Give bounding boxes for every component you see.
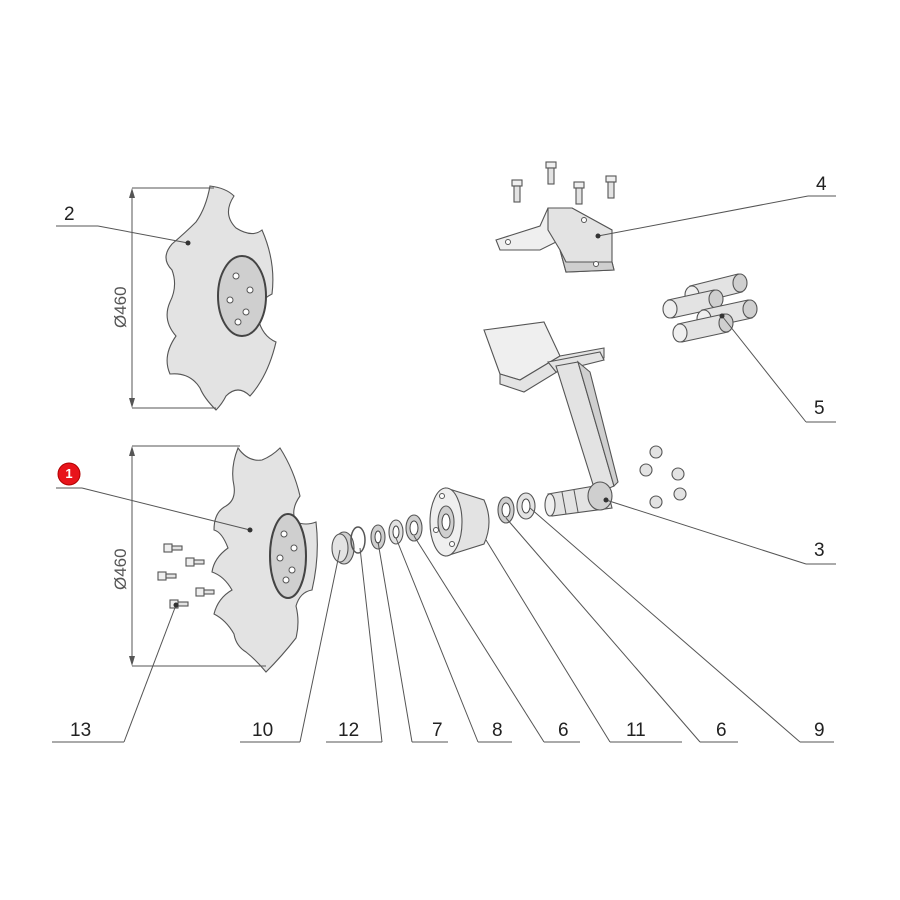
cutout-disc-lower <box>211 446 318 673</box>
arm-nuts <box>639 445 687 509</box>
callout-5: 5 <box>719 313 836 423</box>
callout-label-6-left: 6 <box>558 720 569 741</box>
callout-label-5: 5 <box>814 398 825 419</box>
dimension-lower: Ø460 <box>111 445 266 667</box>
highlight-badge <box>57 462 81 486</box>
rubber-rollers <box>662 273 758 343</box>
bearing-outer <box>405 514 423 542</box>
hub-housing <box>429 487 490 557</box>
callout-label-4: 4 <box>816 174 827 195</box>
callout-1: 1 <box>56 462 253 533</box>
dimension-label-upper: Ø460 <box>111 286 130 328</box>
callout-2: 2 <box>56 204 191 246</box>
callout-13: 13 <box>52 602 179 743</box>
callout-8: 8 <box>395 537 512 743</box>
callout-label-11: 11 <box>626 720 646 741</box>
callout-11: 11 <box>485 539 682 743</box>
circlip <box>350 526 366 554</box>
callout-label-10: 10 <box>252 720 273 741</box>
callout-6-right: 6 <box>505 517 738 743</box>
callout-label-12: 12 <box>338 720 359 741</box>
clamp-bolts <box>511 161 617 205</box>
callout-7: 7 <box>377 541 448 743</box>
disc-arm <box>483 321 619 517</box>
callout-6-left: 6 <box>413 535 580 743</box>
callout-label-9: 9 <box>814 720 825 741</box>
clamp-plate <box>495 207 615 273</box>
hub-nut <box>370 524 386 550</box>
cutout-disc-upper <box>165 185 277 411</box>
dimension-label-lower: Ø460 <box>111 548 130 590</box>
callout-3: 3 <box>603 497 836 565</box>
bearing-inner <box>497 496 515 524</box>
callout-label-1: 1 <box>65 466 72 481</box>
disc-bolts <box>157 543 215 609</box>
seal-ring <box>516 492 536 520</box>
callout-label-13: 13 <box>70 720 91 741</box>
callout-label-7: 7 <box>432 720 443 741</box>
callout-label-8: 8 <box>492 720 503 741</box>
callout-label-2: 2 <box>64 204 75 225</box>
washer <box>388 519 404 545</box>
callout-12: 12 <box>326 547 383 743</box>
callout-label-6-right: 6 <box>716 720 727 741</box>
callout-4: 4 <box>595 174 836 239</box>
dimension-upper: Ø460 <box>111 187 216 409</box>
callout-9: 9 <box>529 507 834 743</box>
callout-10: 10 <box>240 549 341 743</box>
callout-label-3: 3 <box>814 540 825 561</box>
